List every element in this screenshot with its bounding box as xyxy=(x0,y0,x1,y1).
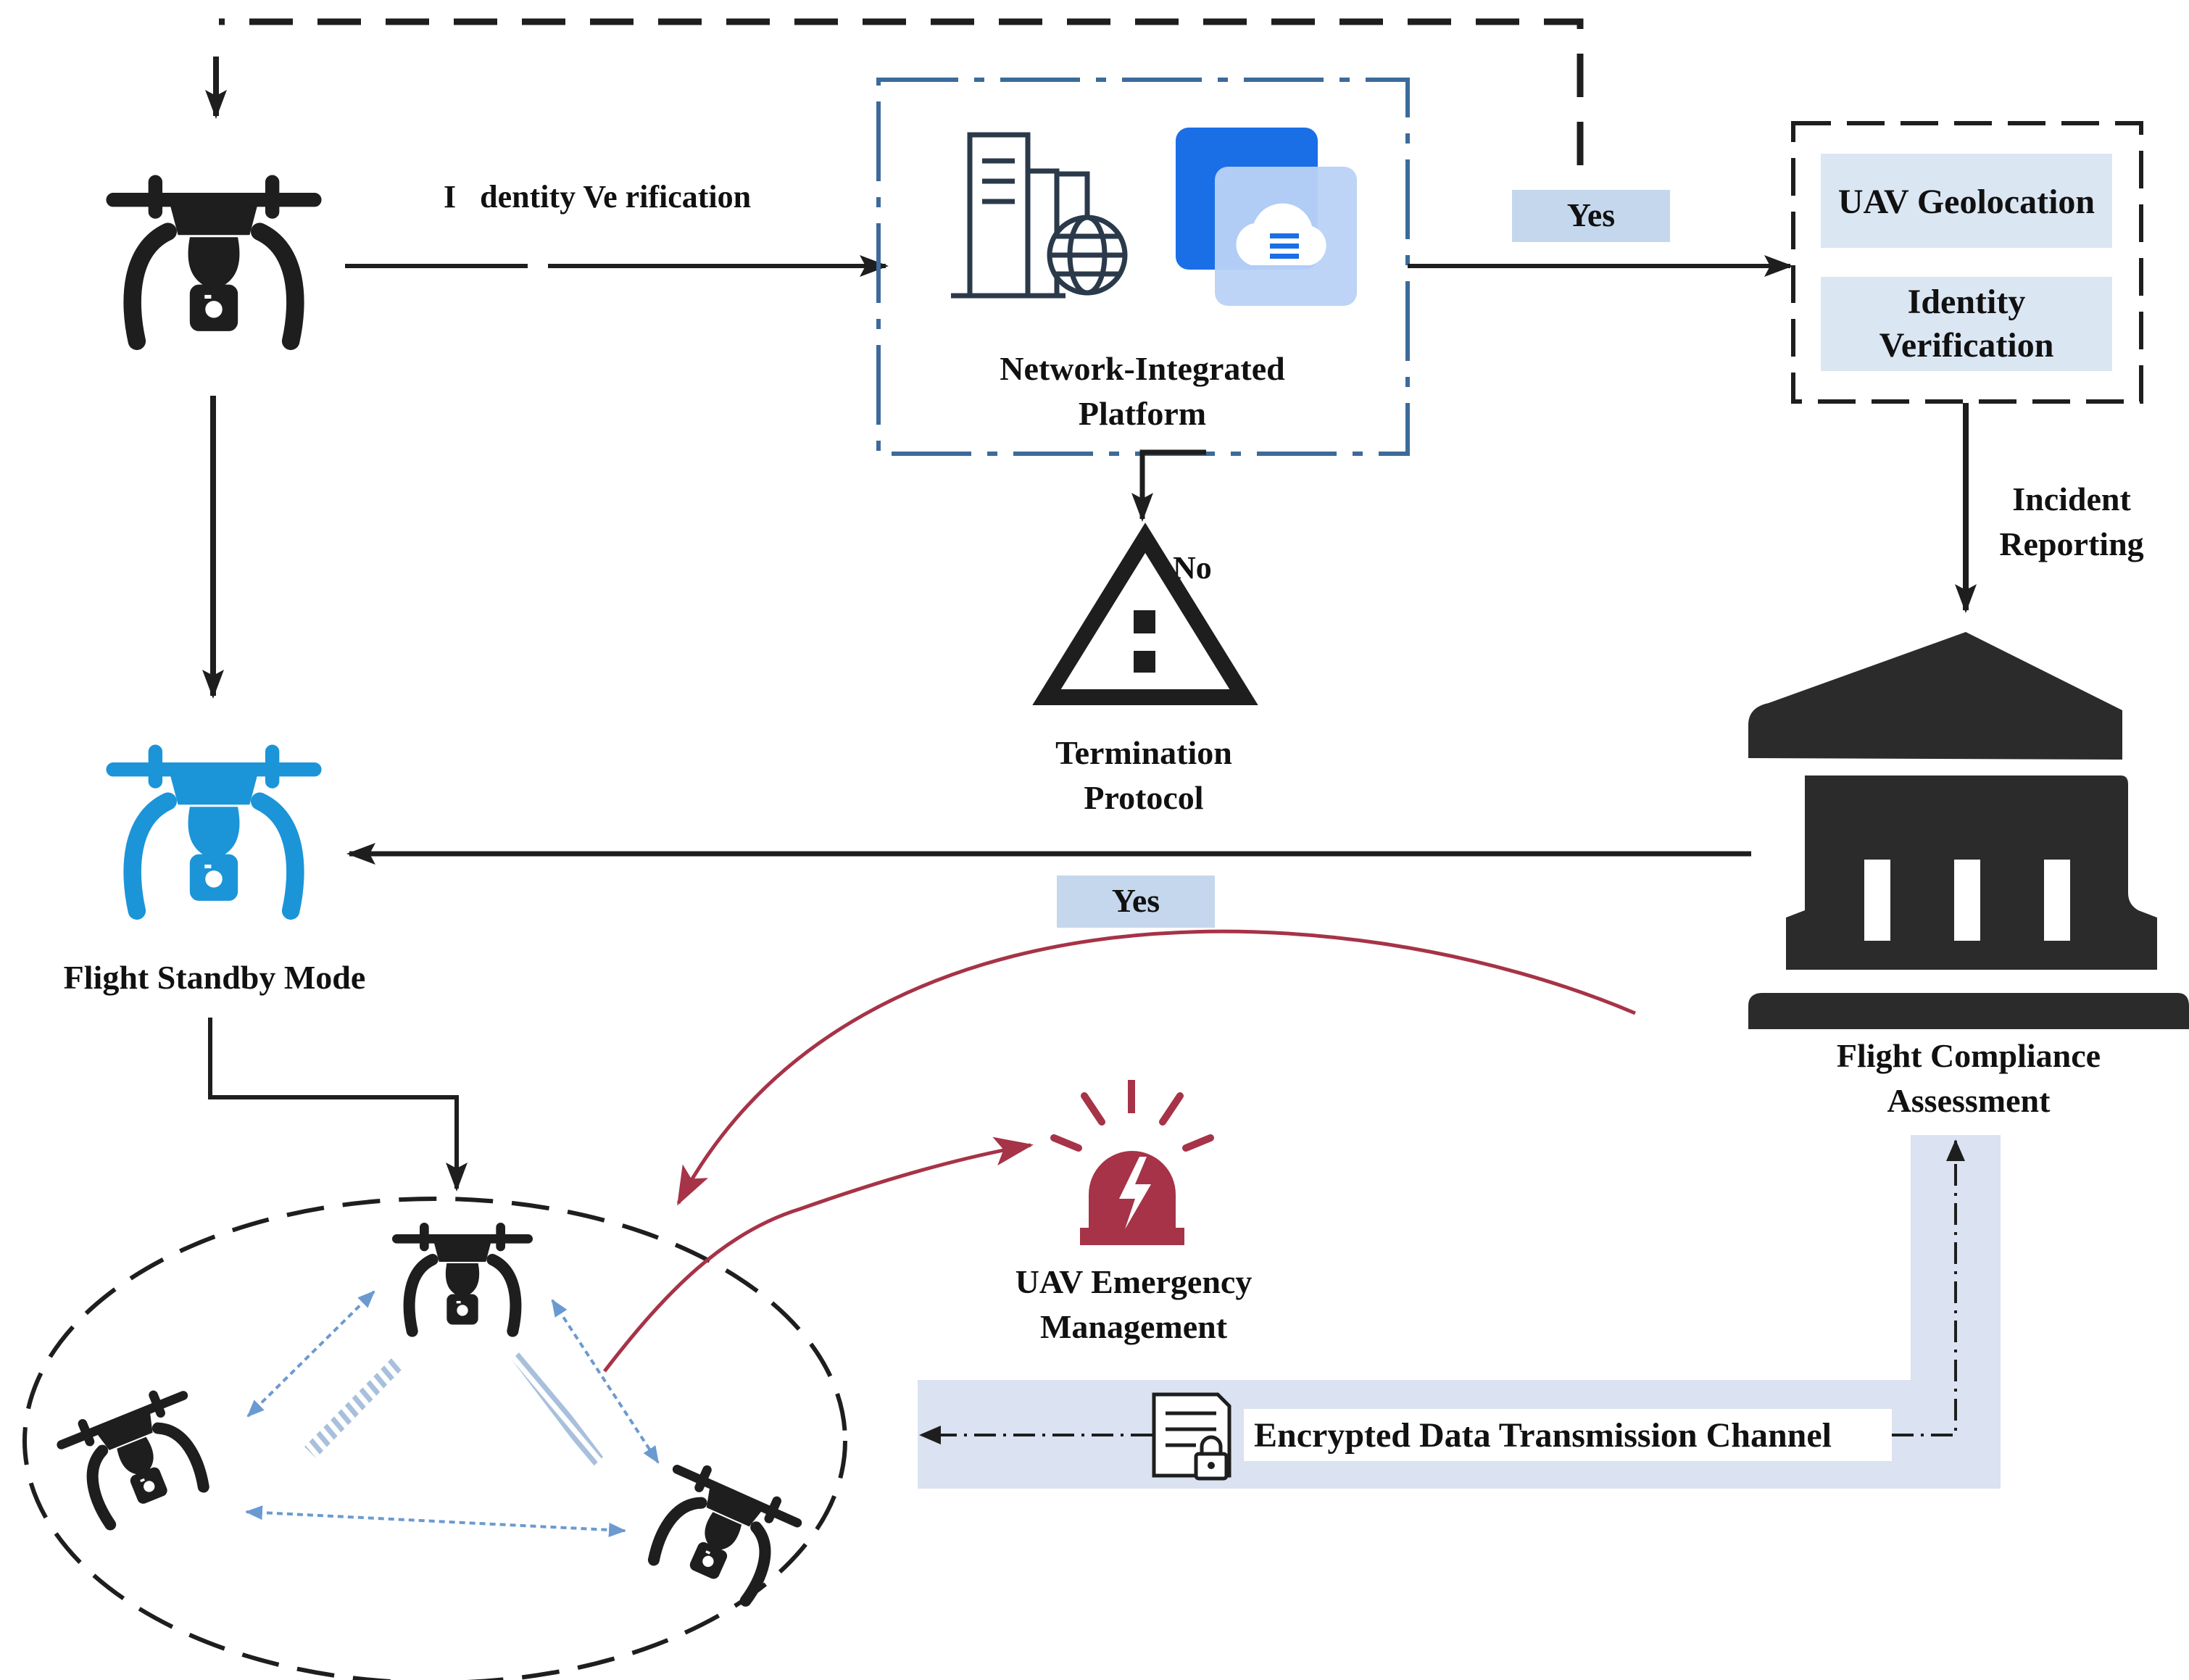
emergency-curve-from-compliance xyxy=(676,929,1636,1206)
feedback-dashed-loop xyxy=(219,18,1584,165)
verification-box xyxy=(1791,121,2143,404)
identity-label-line2: Verification xyxy=(1879,326,2054,365)
channel-flow-up xyxy=(1892,1139,1965,1436)
identity-verification-label: I dentity Ve rification xyxy=(444,179,751,215)
incident-label-line2: Reporting xyxy=(1999,525,2143,562)
swarm-link-left xyxy=(246,1290,375,1418)
alarm-siren-icon xyxy=(1050,1080,1214,1245)
channel-label-bg xyxy=(1244,1409,1892,1461)
platform-label-line1: Network-Integrated xyxy=(1000,350,1285,387)
yes-mid-label: Yes xyxy=(1112,882,1160,919)
geolocation-tag xyxy=(1821,154,2112,248)
swarm-drone-top-icon xyxy=(392,1223,532,1331)
identity-tag xyxy=(1821,277,2112,371)
termination-label-line2: Protocol xyxy=(1084,779,1203,816)
emergency-label-line1: UAV Emergency xyxy=(1015,1263,1253,1300)
locked-document-icon xyxy=(1152,1392,1231,1481)
emergency-label-line2: Management xyxy=(1040,1308,1228,1345)
compliance-label-line1: Flight Compliance xyxy=(1837,1037,2101,1074)
compliance-label-line2: Assessment xyxy=(1887,1082,2051,1119)
cloud-database-icon xyxy=(1176,128,1357,306)
drone-icon xyxy=(107,175,321,341)
swarm-link-bottom xyxy=(245,1505,626,1537)
swarm-drone-left-icon xyxy=(51,1379,222,1532)
platform-label-line2: Platform xyxy=(1079,395,1206,432)
swarm-group xyxy=(22,1197,847,1680)
server-globe-icon xyxy=(951,132,1128,299)
signal-waves-icon xyxy=(304,1350,603,1467)
swarm-drone-right-icon xyxy=(636,1453,807,1609)
warning-triangle-icon xyxy=(1032,523,1258,705)
incident-label-line1: Incident xyxy=(2012,481,2131,517)
swarm-link-right xyxy=(551,1299,660,1464)
standby-drone-icon xyxy=(107,745,321,911)
emergency-curve-to-alarm xyxy=(603,1136,1034,1373)
yes-top-tag xyxy=(1512,190,1670,242)
yes-mid-tag xyxy=(1057,876,1215,928)
no-branch-arrow xyxy=(1131,449,1206,522)
channel-label: Encrypted Data Transmission Channel xyxy=(1254,1416,1832,1455)
geolocation-label: UAV Geolocation xyxy=(1838,183,2095,221)
termination-label-line1: Termination xyxy=(1055,734,1232,771)
identity-label-line1: Identity xyxy=(1908,283,2026,321)
to-swarm-arrow xyxy=(208,1018,468,1192)
yes-top-label: Yes xyxy=(1567,196,1615,233)
government-building-icon xyxy=(1748,632,2189,1029)
standby-label: Flight Standby Mode xyxy=(64,959,366,996)
